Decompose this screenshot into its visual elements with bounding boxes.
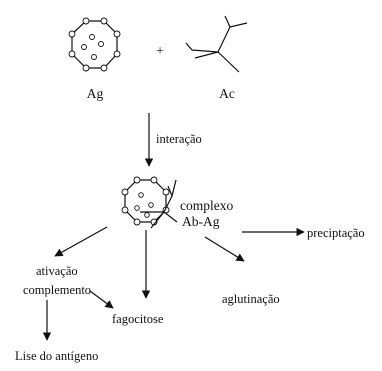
antigen-shape — [68, 17, 121, 72]
complex-label-line1: complexo — [180, 198, 233, 213]
complex-label-line2: Ab-Ag — [182, 214, 220, 229]
complex-antigen-shape — [121, 176, 170, 226]
phagocytosis-label: fagocitose — [112, 312, 164, 326]
plus-sign: + — [156, 43, 164, 58]
complement-label-line1: ativação — [36, 264, 78, 278]
agglutination-label: aglutinação — [222, 292, 280, 306]
agglutination-arrow — [204, 236, 245, 262]
complex-antibody-shape — [140, 179, 178, 229]
interaction-label: interação — [156, 132, 202, 146]
complement-to-phagocytosis-arrow — [89, 290, 114, 309]
antibody-label: Ac — [219, 86, 235, 101]
antibody-shape — [185, 15, 248, 73]
precipitation-label: preciptação — [307, 226, 365, 240]
complement-label-line2: complemento — [23, 283, 91, 297]
lysis-label: Lise do antígeno — [15, 349, 98, 363]
antigen-label: Ag — [87, 86, 104, 101]
complement-arrow — [54, 226, 108, 257]
